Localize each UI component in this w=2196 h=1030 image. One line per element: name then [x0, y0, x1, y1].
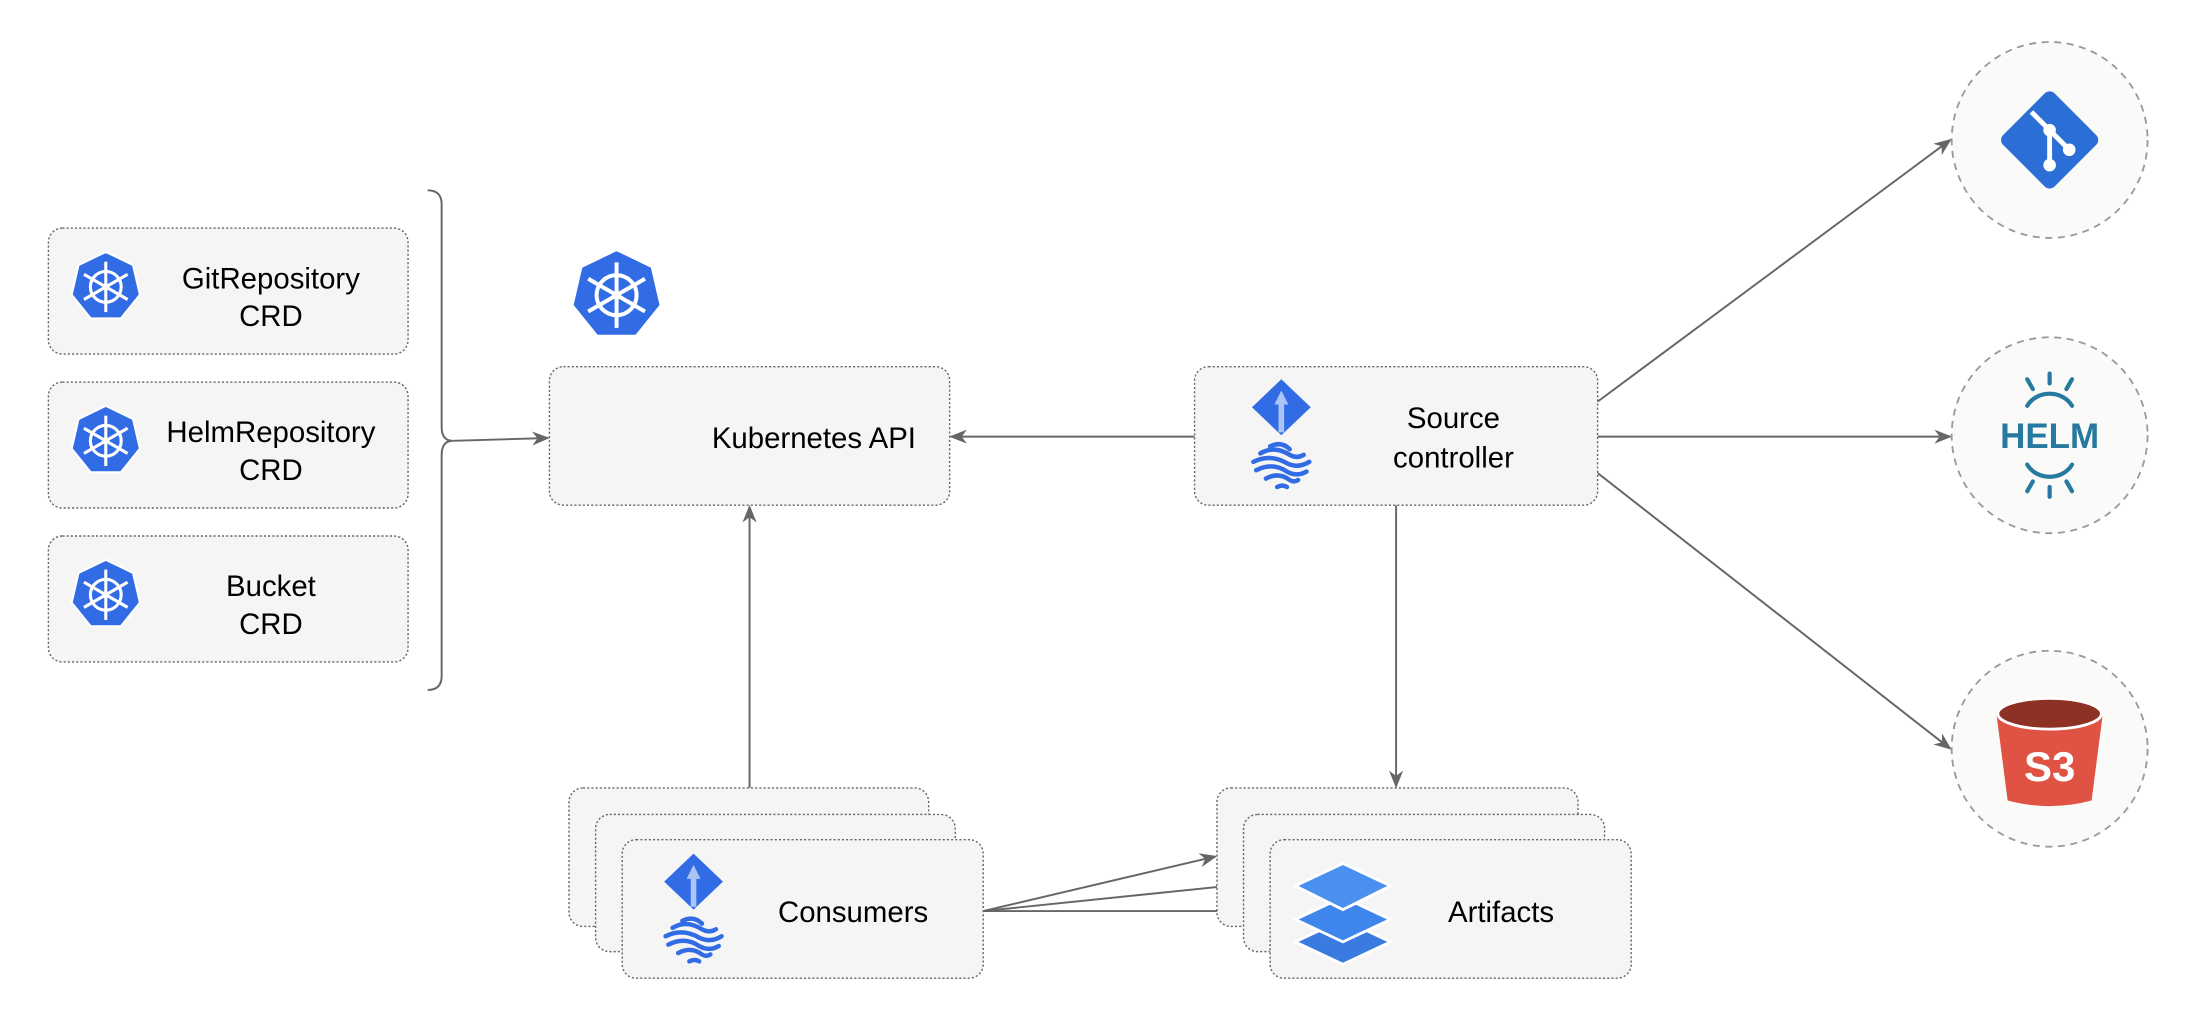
kubernetes-icon	[572, 250, 661, 336]
edge-consumers-to-artifacts	[983, 879, 1244, 913]
layers-icon	[1292, 861, 1394, 966]
source-controller-label: Source	[1407, 402, 1500, 435]
artifacts-node[interactable]: Artifacts	[1216, 787, 1632, 979]
edge-controller-to-s3	[1597, 472, 1952, 750]
edge-consumers-to-artifacts	[983, 853, 1218, 912]
crd-sublabel: CRD	[239, 300, 303, 333]
crd-label: GitRepository	[182, 262, 360, 295]
kubernetes-api-label: Kubernetes API	[712, 422, 916, 455]
crd-helmrepository[interactable]: HelmRepository CRD	[47, 381, 409, 509]
source-controller-node[interactable]: Source controller	[1193, 365, 1599, 506]
crd-gitrepository[interactable]: GitRepository CRD	[47, 227, 409, 355]
kubernetes-api-node[interactable]: Kubernetes API	[548, 250, 951, 506]
crd-brace	[427, 189, 453, 691]
crd-bucket[interactable]: Bucket CRD	[47, 535, 409, 663]
helm-logo-text: HELM	[2000, 417, 2099, 456]
s3-source[interactable]: S3	[1950, 649, 2149, 848]
helm-source[interactable]: HELM	[1950, 336, 2149, 535]
helm-icon	[2025, 371, 2075, 499]
git-source[interactable]	[1950, 41, 2149, 239]
edge-controller-to-git	[1597, 138, 1952, 403]
s3-bucket-icon	[1996, 696, 2103, 807]
consumers-label: Consumers	[778, 896, 928, 929]
git-icon	[2001, 91, 2099, 189]
edge-crds-to-api	[452, 431, 550, 446]
artifacts-label: Artifacts	[1448, 896, 1554, 929]
consumers-node[interactable]: Consumers	[568, 787, 984, 979]
crd-sublabel: CRD	[239, 608, 303, 641]
s3-logo-text: S3	[2024, 743, 2075, 790]
crd-label: HelmRepository	[166, 416, 375, 449]
crd-sublabel: CRD	[239, 454, 303, 487]
source-controller-sublabel: controller	[1393, 441, 1514, 474]
crd-label: Bucket	[226, 570, 316, 603]
